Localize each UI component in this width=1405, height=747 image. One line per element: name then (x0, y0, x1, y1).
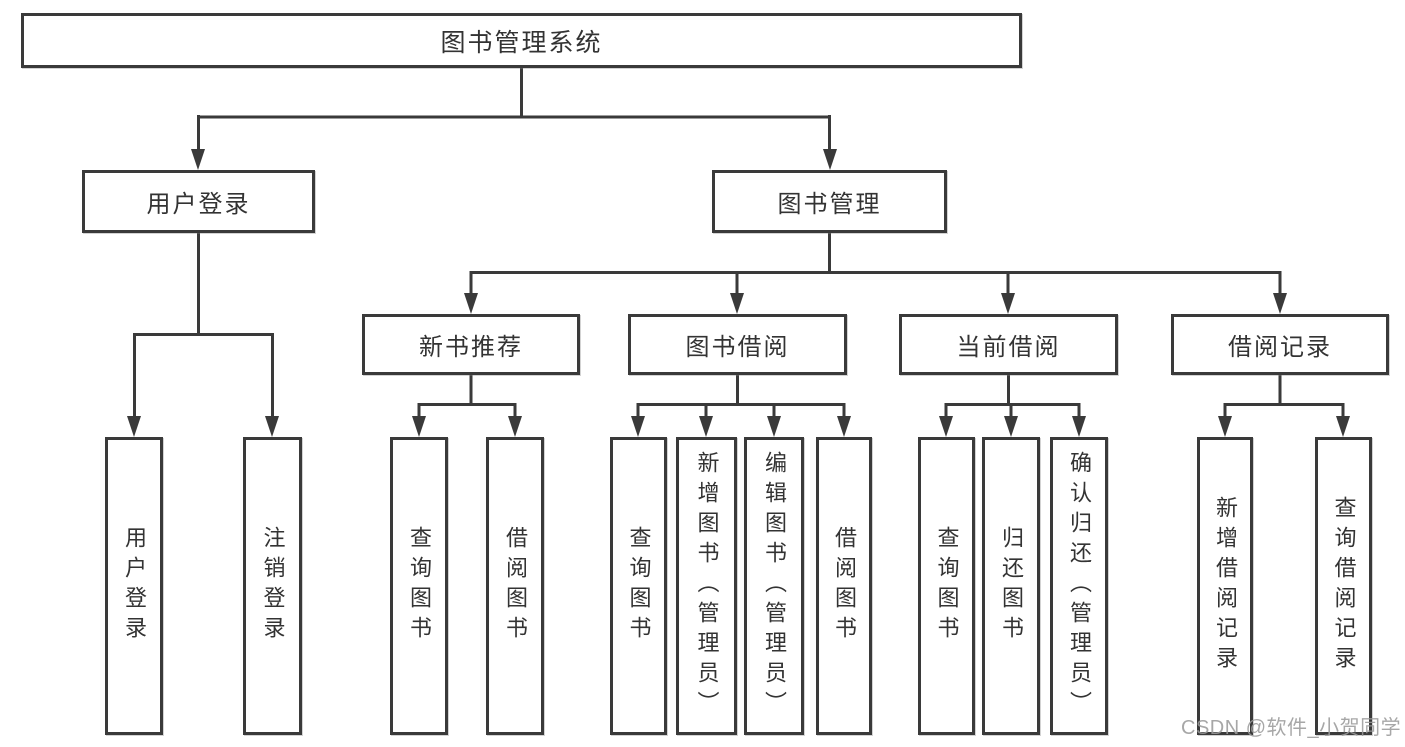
arrowhead-icons (127, 149, 1350, 437)
connector-path (133, 68, 1345, 419)
leaf-logout: 注销登录 (243, 437, 302, 735)
leaf-query-books-borrowing: 查询图书 (610, 437, 667, 735)
node-current-borrowing: 当前借阅 (899, 314, 1118, 375)
node-book-management: 图书管理 (712, 170, 947, 233)
node-book-borrowing: 图书借阅 (628, 314, 847, 375)
leaf-add-borrow-record: 新增借阅记录 (1197, 437, 1253, 735)
leaf-confirm-return-admin: 确认归还（管理员） (1050, 437, 1108, 735)
leaf-query-books-recommend: 查询图书 (390, 437, 448, 735)
leaf-user-login: 用户登录 (105, 437, 163, 735)
leaf-query-books-current: 查询图书 (918, 437, 975, 735)
leaf-edit-books-admin: 编辑图书（管理员） (744, 437, 804, 735)
leaf-add-books-admin: 新增图书（管理员） (676, 437, 737, 735)
leaf-query-borrow-record: 查询借阅记录 (1315, 437, 1372, 735)
leaf-return-books: 归还图书 (982, 437, 1040, 735)
node-library-management-system: 图书管理系统 (21, 13, 1022, 68)
node-new-book-recommendation: 新书推荐 (362, 314, 580, 375)
leaf-borrow-books-recommend: 借阅图书 (486, 437, 544, 735)
leaf-borrow-books-borrowing: 借阅图书 (816, 437, 872, 735)
csdn-watermark: CSDN @软件_小贺同学 (1181, 717, 1402, 739)
node-borrowing-records: 借阅记录 (1171, 314, 1389, 375)
node-user-login: 用户登录 (82, 170, 315, 233)
